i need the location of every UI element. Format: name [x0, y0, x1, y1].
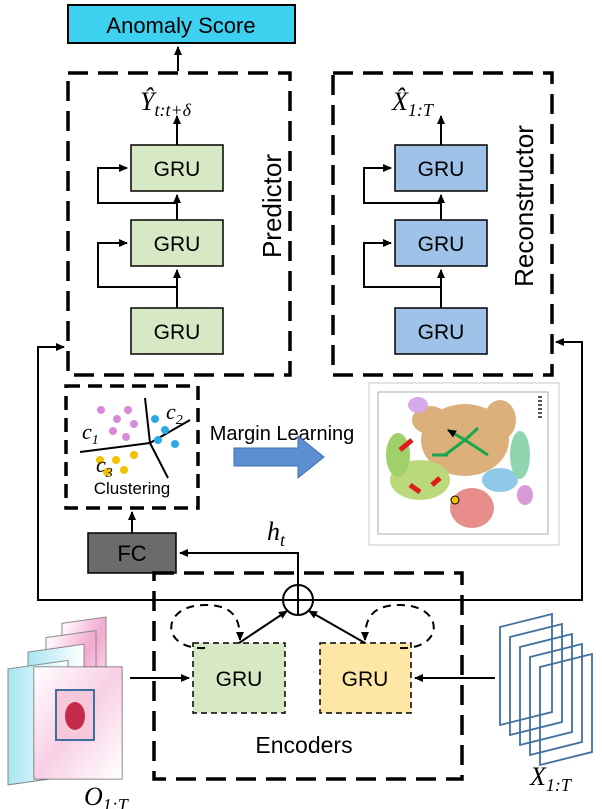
- predictor-gru-top: GRU: [130, 144, 224, 192]
- svg-text:GRU: GRU: [342, 668, 389, 691]
- feature-visualization-plot: [368, 382, 560, 546]
- predictor-output-label: Ŷt:t+δ: [140, 87, 192, 120]
- predictor-gru-mid: GRU: [130, 219, 224, 267]
- hidden-state-label: ht: [267, 517, 286, 550]
- cluster-c2-label: c2: [166, 399, 183, 428]
- encoders-box: [152, 571, 464, 781]
- reconstructor-skip-mid: [363, 239, 441, 288]
- cluster-points-yellow: [96, 451, 138, 476]
- svg-text:GRU: GRU: [418, 321, 465, 344]
- clustering-label: Clustering: [94, 479, 171, 498]
- cluster-points-pink: [97, 406, 138, 441]
- predictor-box: [66, 71, 292, 377]
- encoder-to-reconstructor-arrow: [313, 338, 583, 601]
- encoder-right-recurrent-loop: [361, 603, 435, 650]
- clustering-box: [64, 384, 200, 510]
- encoder-right-to-concat-arrow: [308, 610, 366, 644]
- predictor-label: Predictor: [257, 154, 287, 258]
- anomaly-score-label: Anomaly Score: [106, 13, 255, 38]
- reconstructor-gru-bottom: GRU: [394, 307, 488, 355]
- svg-text:FC: FC: [117, 541, 146, 566]
- predictor-skip-mid: [97, 239, 177, 288]
- svg-text:GRU: GRU: [418, 158, 465, 181]
- predictor-gru-bottom: GRU: [130, 307, 224, 355]
- cluster-c3-label: c3: [96, 452, 113, 481]
- reconstructor-skip-top: [363, 164, 441, 204]
- ht-to-fc-arrow: [179, 549, 299, 585]
- cluster-points-blue: [151, 415, 179, 448]
- svg-text:GRU: GRU: [418, 233, 465, 256]
- anomaly-score-box: Anomaly Score: [67, 4, 296, 44]
- encoder-to-predictor-arrow: [37, 343, 283, 601]
- svg-text:GRU: GRU: [154, 233, 201, 256]
- encoder-gru-left: GRU: [192, 642, 286, 714]
- svg-text:GRU: GRU: [154, 321, 201, 344]
- encoder-left-to-concat-arrow: [238, 610, 288, 644]
- predictor-skip-top: [97, 164, 177, 204]
- reconstructor-label: Reconstructor: [509, 125, 539, 287]
- feature-frame-stack: [499, 612, 593, 767]
- feature-input-label: X1:T: [529, 762, 573, 795]
- reconstructor-gru-top: GRU: [394, 144, 488, 192]
- margin-learning-label: Margin Learning: [210, 423, 355, 445]
- image-frame-stack: [7, 616, 123, 786]
- reconstructor-output-label: X̂1:T: [391, 87, 435, 120]
- encoders-label: Encoders: [255, 732, 352, 758]
- reconstructor-box: [331, 71, 554, 377]
- encoder-left-recurrent-loop: [170, 603, 244, 650]
- encoder-gru-right: GRU: [319, 642, 412, 714]
- svg-text:GRU: GRU: [154, 158, 201, 181]
- svg-text:GRU: GRU: [216, 668, 263, 691]
- reconstructor-gru-mid: GRU: [394, 219, 488, 267]
- concat-operator: [282, 584, 314, 616]
- cluster-c1-label: c1: [82, 419, 99, 448]
- image-input-label: O1:T: [84, 782, 130, 809]
- margin-learning-arrow: [233, 434, 325, 480]
- fc-box: FC: [87, 532, 177, 574]
